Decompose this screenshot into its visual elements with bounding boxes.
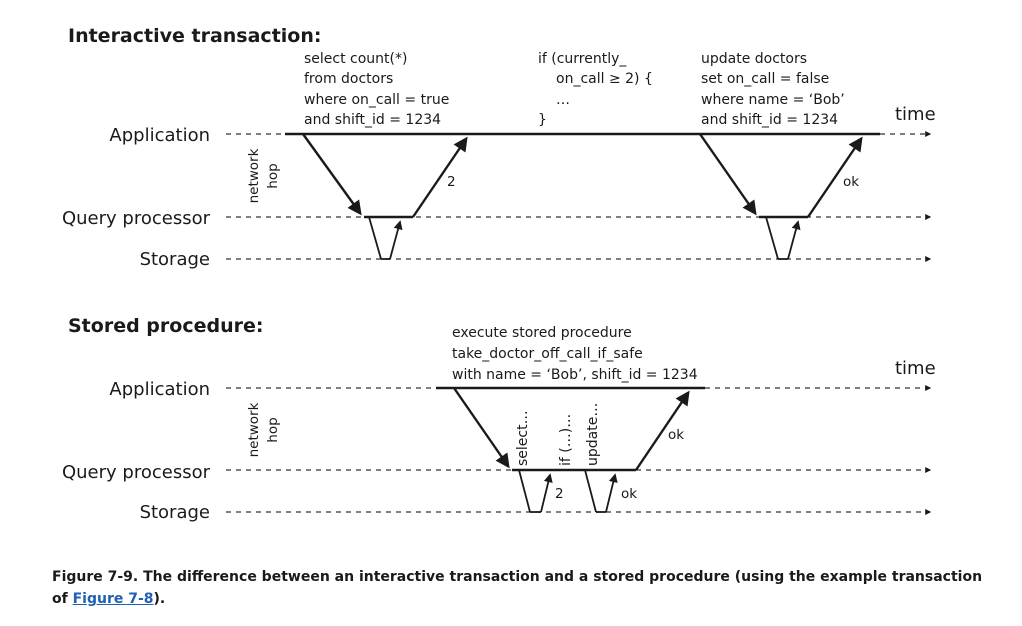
network-hop-label-2: hop (265, 417, 281, 442)
check-line: on_call ≥ 2) { (556, 71, 653, 87)
transaction-diagram: Interactive transaction: Application Que… (62, 25, 936, 523)
network-hop-label-1: network (246, 402, 262, 457)
query-1-line: where on_call = true (304, 92, 449, 108)
storage-return-2 (605, 473, 618, 513)
request-arrow-2 (699, 133, 757, 216)
procedure-call-text: execute stored procedure take_doctor_off… (452, 325, 698, 383)
storage-call-2 (584, 469, 597, 513)
query-1-line: select count(*) (304, 51, 407, 67)
stored-heading: Stored procedure: (68, 315, 263, 337)
query-1-text: select count(*) from doctors where on_ca… (304, 51, 449, 128)
time-label: time (895, 358, 936, 379)
storage-return-1 (389, 220, 403, 260)
request-arrow-1 (302, 133, 362, 216)
figure-caption: Figure 7-9. The difference between an in… (52, 566, 992, 610)
query-2-line: set on_call = false (701, 71, 829, 87)
check-text: if (currently_ on_call ≥ 2) { … } (538, 51, 653, 128)
storage-call-1 (518, 469, 531, 513)
lane-query-processor-label: Query processor (62, 462, 211, 483)
storage-call-1 (368, 216, 382, 260)
check-line: } (538, 112, 547, 128)
query-2-line: and shift_id = 1234 (701, 112, 838, 128)
step-update-label: update… (585, 403, 601, 466)
storage-call-2 (765, 216, 779, 260)
figure-link[interactable]: Figure 7-8 (72, 591, 154, 607)
network-hop-label-2: hop (265, 163, 281, 188)
time-label: time (895, 104, 936, 125)
lane-application-label: Application (109, 379, 210, 400)
procedure-call-arrow (453, 387, 510, 469)
procedure-response-label: ok (668, 427, 684, 443)
check-line: … (556, 92, 570, 108)
storage-return-1 (540, 473, 553, 513)
storage-return-2 (787, 220, 801, 260)
caption-text: Figure 7-9. The difference between an in… (52, 569, 983, 607)
query-1-line: and shift_id = 1234 (304, 112, 441, 128)
response-label-1: 2 (447, 174, 456, 190)
call-line: with name = ‘Bob’, shift_id = 1234 (452, 367, 698, 383)
query-2-text: update doctors set on_call = false where… (701, 51, 845, 128)
caption-suffix: ). (153, 591, 166, 607)
lane-storage-label: Storage (140, 502, 210, 523)
query-2-line: update doctors (701, 51, 807, 67)
query-2-line: where name = ‘Bob’ (701, 92, 845, 108)
step-select-label: select… (515, 410, 531, 466)
lane-query-processor-label: Query processor (62, 208, 211, 229)
interactive-heading: Interactive transaction: (68, 25, 321, 47)
network-hop-label-1: network (246, 148, 262, 203)
call-line: execute stored procedure (452, 325, 632, 341)
check-line: if (currently_ (538, 51, 627, 67)
response-arrow-2 (807, 136, 863, 218)
step-if-label: if (…)… (558, 414, 574, 466)
storage-result-2: ok (621, 486, 637, 502)
query-1-line: from doctors (304, 71, 393, 87)
procedure-response-arrow (635, 390, 690, 471)
response-arrow-1 (412, 136, 468, 218)
call-line: take_doctor_off_call_if_safe (452, 346, 643, 362)
lane-application-label: Application (109, 125, 210, 146)
response-label-2: ok (843, 174, 859, 190)
storage-result-1: 2 (555, 486, 564, 502)
lane-storage-label: Storage (140, 249, 210, 270)
